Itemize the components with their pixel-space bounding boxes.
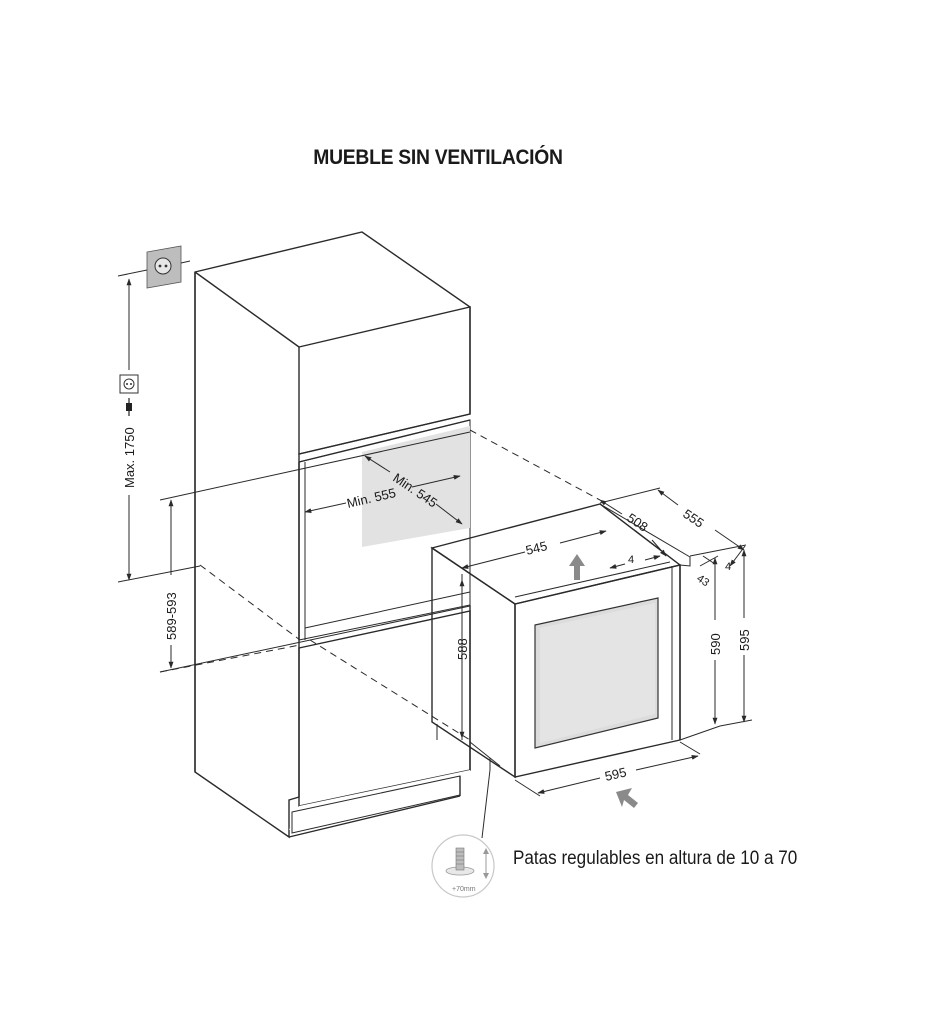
label-gap-43: 43 xyxy=(694,573,711,590)
label-top-width: 545 xyxy=(524,538,549,558)
height-588-dimension: 588 xyxy=(455,579,470,739)
label-height-588: 588 xyxy=(455,638,470,660)
niche-height-dimension: 589-593 xyxy=(159,431,471,673)
adjustable-foot-callout: +70mm xyxy=(431,769,495,898)
label-depth-555: 555 xyxy=(680,506,706,531)
label-depth-508: 508 xyxy=(624,510,650,535)
max-height-dimension: Max. 1750 xyxy=(117,278,201,583)
tall-cabinet xyxy=(194,231,471,839)
front-width-dimension: 595 xyxy=(514,741,701,797)
adjustable-feet-note: Patas regulables en altura de 10 a 70 xyxy=(513,848,798,869)
height-590-dimension: 590 xyxy=(679,557,723,741)
foot-badge: +70mm xyxy=(452,886,476,893)
label-gap-4b: 4 xyxy=(725,561,731,573)
appliance xyxy=(430,503,691,779)
label-front-width: 595 xyxy=(603,764,628,783)
top-width-dimension: 545 xyxy=(461,530,607,569)
label-height-590: 590 xyxy=(708,633,723,655)
height-595-dimension: 595 xyxy=(719,549,753,727)
airflow-front-arrow xyxy=(616,788,638,808)
wall-socket xyxy=(117,245,191,289)
airflow-up-arrow xyxy=(569,554,585,580)
label-gap-4a: 4 xyxy=(628,554,634,566)
projection-lines xyxy=(159,429,601,741)
label-max-height: Max. 1750 xyxy=(122,427,137,488)
gap-dimensions: 4 43 4 xyxy=(609,545,746,590)
depth-555-dimension: 555 xyxy=(599,487,747,557)
diagram-title: MUEBLE SIN VENTILACIÓN xyxy=(313,146,563,169)
label-height-595: 595 xyxy=(737,629,752,651)
label-niche-height: 589-593 xyxy=(164,592,179,640)
